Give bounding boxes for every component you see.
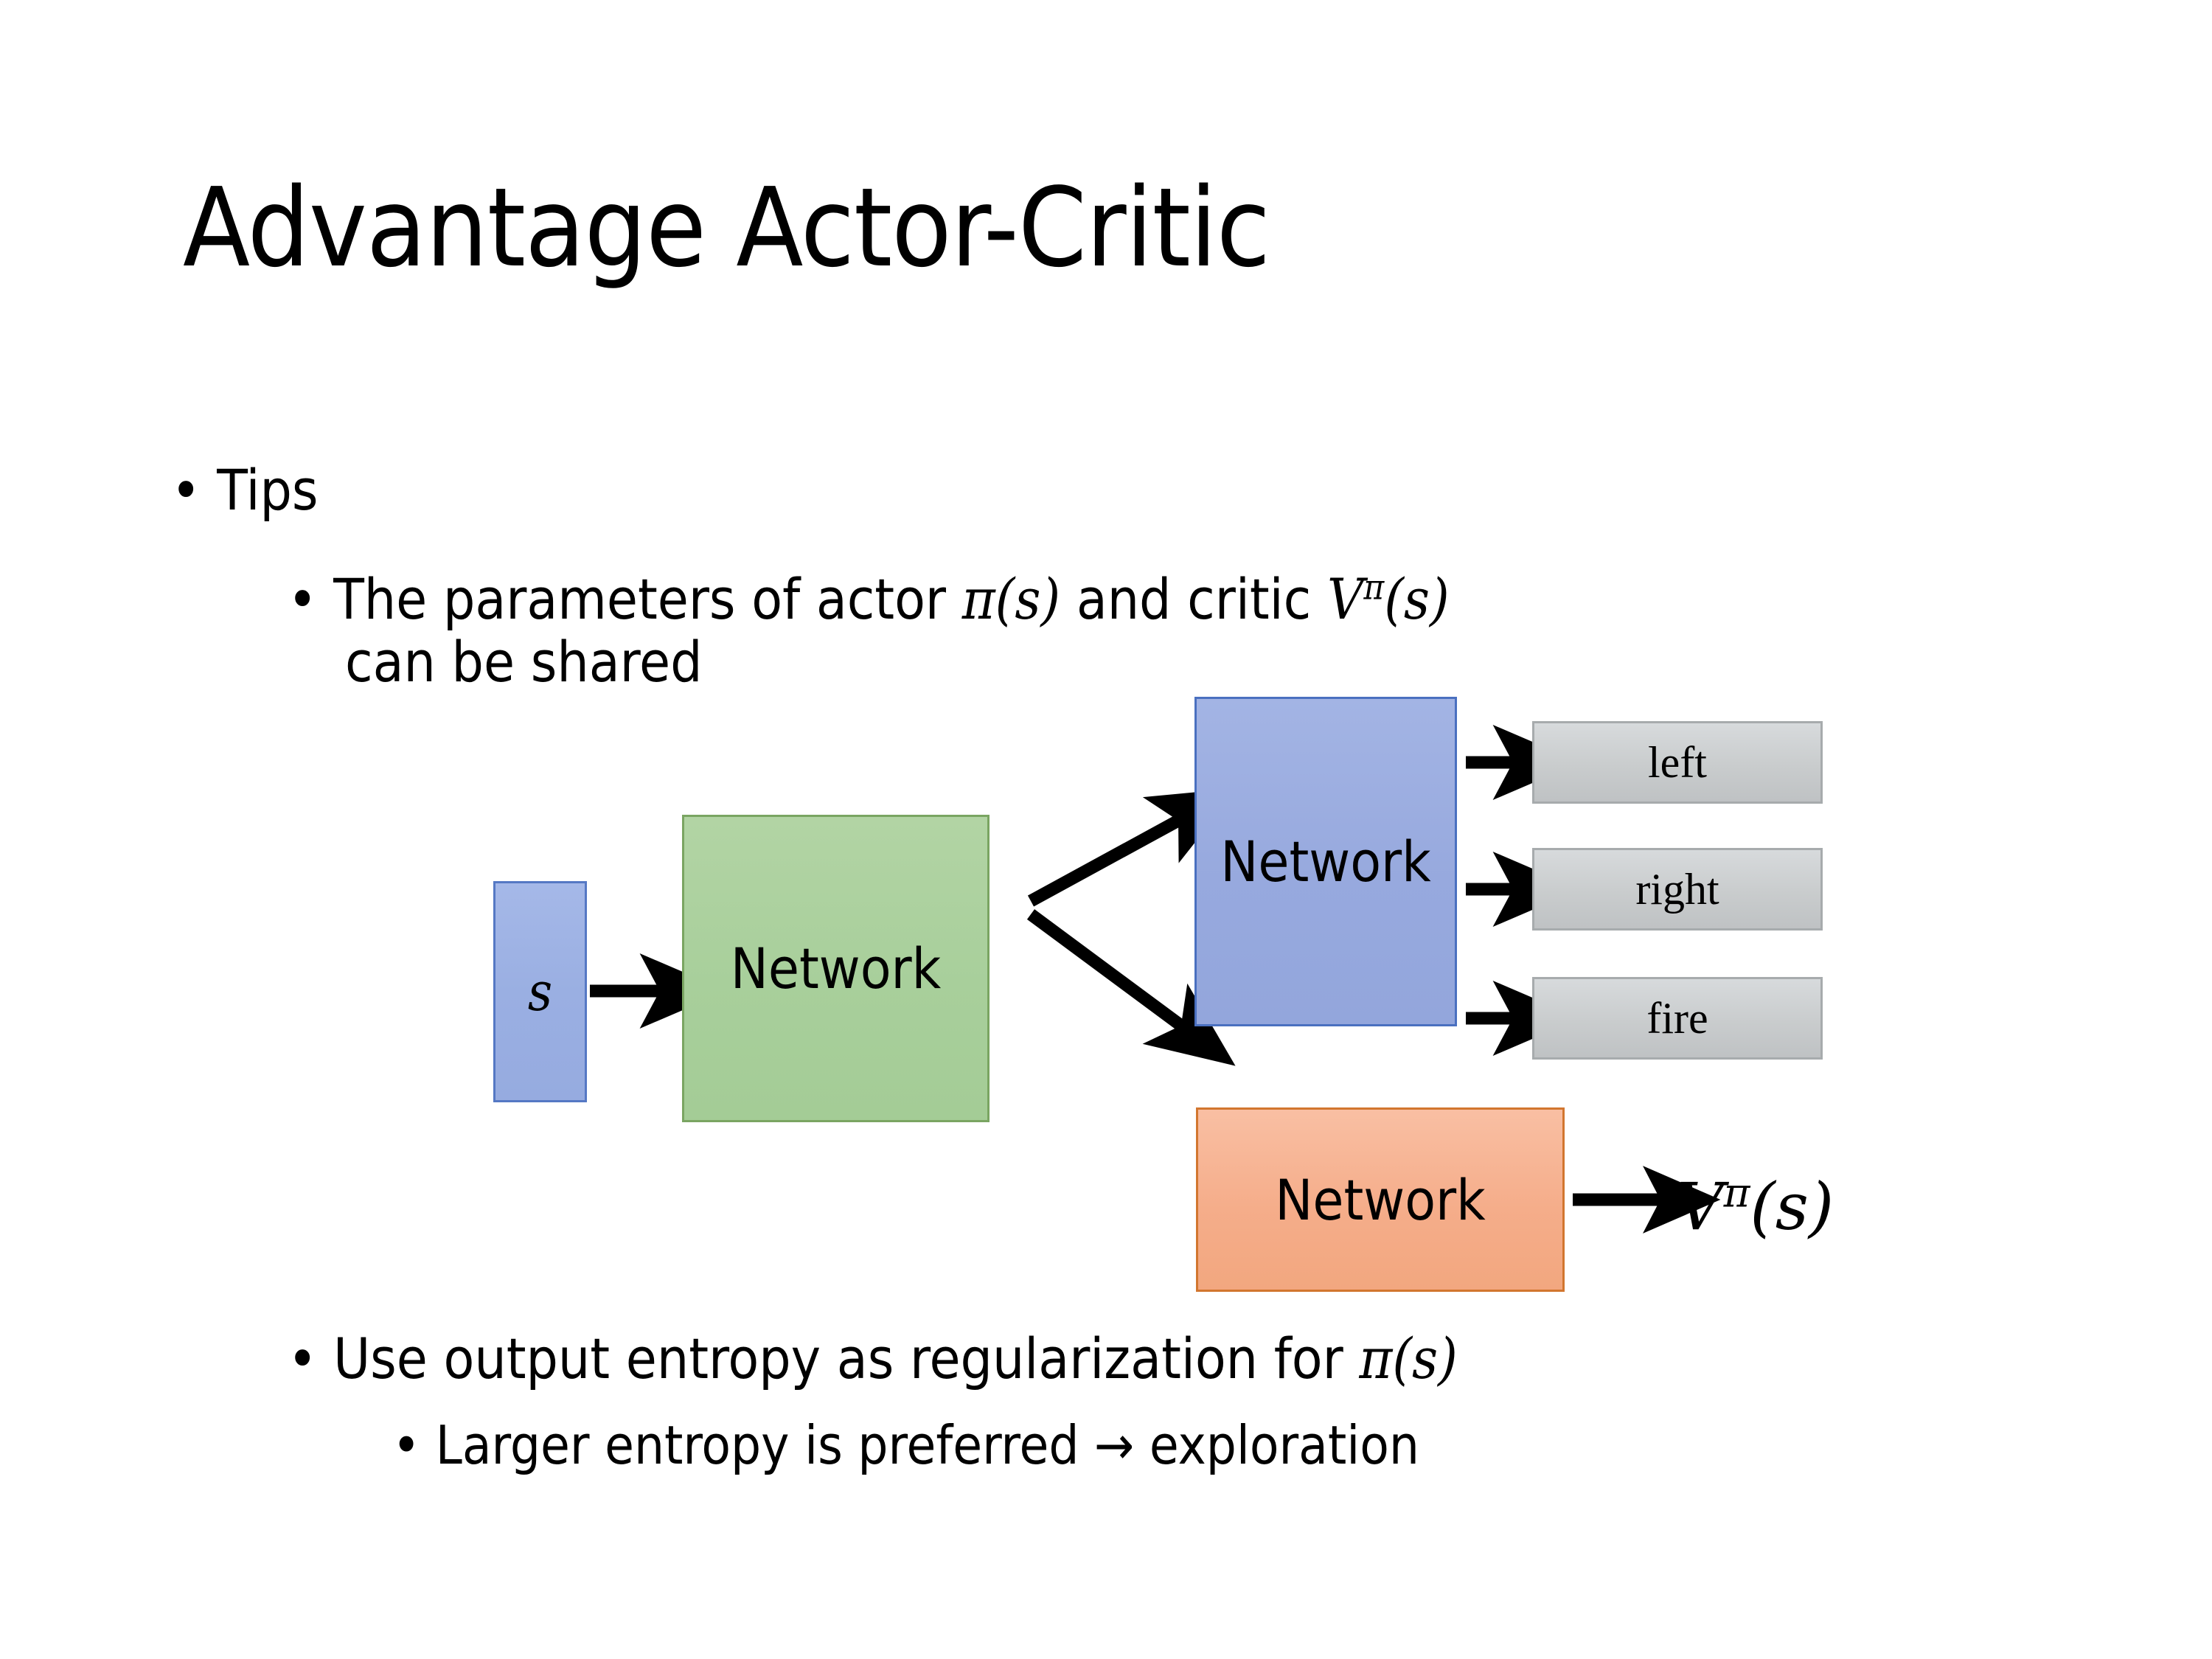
action-box-fire[interactable]: fire: [1532, 977, 1823, 1060]
bullet-glyph: •: [171, 457, 201, 523]
math-value-superscript-pi: π: [1363, 567, 1385, 608]
bullet-tips-label: Tips: [217, 457, 319, 523]
input-state-box[interactable]: s: [493, 881, 587, 1102]
action-label-fire: fire: [1646, 993, 1708, 1043]
bullet-shared-parameters: • The parameters of actor π(s) and criti…: [288, 568, 1450, 693]
bullet-output-entropy: • Use output entropy as regularization f…: [288, 1327, 1458, 1390]
action-box-left[interactable]: left: [1532, 721, 1823, 804]
bullet-shared-parameters-line2: can be shared: [345, 629, 703, 695]
bullet-glyph: •: [288, 1326, 318, 1391]
action-box-right[interactable]: right: [1532, 848, 1823, 931]
bullet-larger-entropy: • Larger entropy is preferred → explorat…: [392, 1416, 1419, 1475]
math-policy-pi-s: π(s): [961, 566, 1061, 632]
value-function-arg: (s): [1750, 1169, 1834, 1245]
bullet-text-mid: and critic: [1060, 566, 1327, 632]
action-label-right: right: [1635, 864, 1719, 914]
value-function-superscript-pi: π: [1723, 1169, 1750, 1217]
arrow-shared-to-critic: [1026, 909, 1236, 1066]
bullet-entropy-text: Use output entropy as regularization for: [333, 1326, 1360, 1391]
critic-network-box[interactable]: Network: [1196, 1107, 1565, 1292]
critic-network-label: Network: [1275, 1166, 1486, 1233]
math-policy-pi-s: π(s): [1359, 1326, 1458, 1391]
actor-network-label: Network: [1220, 829, 1431, 894]
bullet-tips: • Tips: [171, 459, 319, 521]
bullet-shared-parameters-line1: • The parameters of actor π(s) and criti…: [288, 568, 1450, 630]
value-function-output: Vπ(s): [1677, 1169, 1834, 1245]
shared-network-box[interactable]: Network: [682, 815, 990, 1122]
bullet-glyph: •: [288, 566, 318, 632]
bullet-text-pre: The parameters of actor: [333, 566, 962, 632]
actor-network-box[interactable]: Network: [1194, 697, 1457, 1026]
bullet-larger-entropy-text: Larger entropy is preferred → exploratio…: [435, 1414, 1419, 1476]
page-title: Advantage Actor-Critic: [183, 164, 1270, 291]
math-value-v: V: [1326, 566, 1364, 632]
bullet-glyph: •: [392, 1414, 421, 1476]
input-state-label: s: [527, 961, 553, 1023]
value-function-base: V: [1677, 1169, 1724, 1245]
shared-network-label: Network: [730, 936, 942, 1001]
action-label-left: left: [1648, 737, 1707, 787]
math-value-arg: (s): [1384, 566, 1450, 632]
arrow-shared-to-actor: [1027, 787, 1238, 907]
